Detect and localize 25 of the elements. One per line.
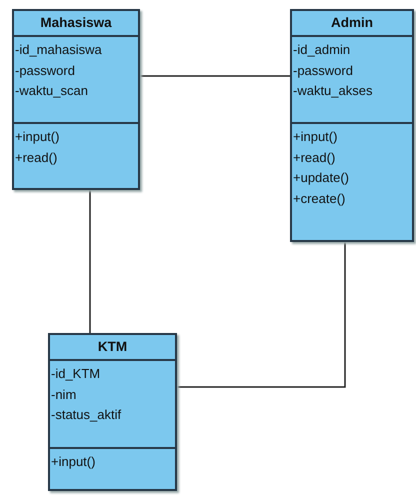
class-box bbox=[290, 9, 414, 242]
method-text: +read() bbox=[15, 148, 58, 167]
attribute-text: -id_mahasiswa bbox=[15, 41, 103, 59]
method-text: +input() bbox=[293, 128, 338, 146]
association-line bbox=[177, 242, 346, 388]
class-name: Admin bbox=[292, 11, 412, 37]
method-text: +update() bbox=[293, 169, 350, 187]
class-name: Mahasiswa bbox=[14, 11, 138, 37]
association-line bbox=[140, 75, 290, 77]
attribute-text: -waktu_akses bbox=[293, 82, 374, 100]
class-box bbox=[12, 9, 140, 190]
method-text: +input() bbox=[51, 453, 96, 471]
method-text: +input() bbox=[15, 128, 60, 146]
attribute-text: -id_admin bbox=[293, 41, 352, 59]
attribute-text: -waktu_scan bbox=[15, 82, 89, 100]
class-box bbox=[48, 333, 177, 491]
method-text: +read() bbox=[293, 148, 336, 167]
attribute-text: -id_KTM bbox=[51, 365, 102, 383]
attribute-text: -nim bbox=[51, 386, 78, 404]
method-text: +create() bbox=[293, 190, 346, 208]
attribute-text: -status_aktif bbox=[51, 406, 122, 424]
association-line bbox=[89, 190, 91, 333]
attribute-text: -password bbox=[293, 62, 354, 80]
attribute-text: -password bbox=[15, 62, 76, 80]
class-name: KTM bbox=[50, 335, 175, 361]
